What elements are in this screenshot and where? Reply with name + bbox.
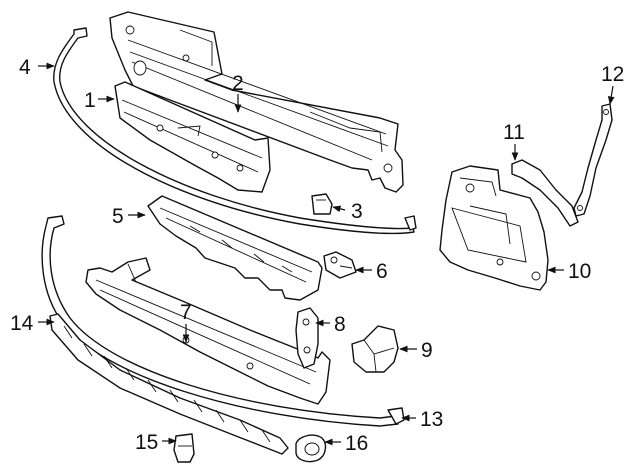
part-14-lower-grille — [49, 313, 289, 455]
part-8-bracket — [295, 307, 319, 369]
leader-lines — [38, 62, 615, 446]
callout-10: 10 — [568, 260, 591, 283]
part-9-bracket — [351, 325, 399, 373]
callout-16: 16 — [345, 432, 368, 455]
callout-1: 1 — [84, 89, 96, 112]
callout-6: 6 — [376, 260, 388, 283]
part-16-sensor — [295, 434, 327, 463]
callout-labels: 1 2 3 4 5 6 7 8 9 10 11 12 13 14 15 16 — [10, 56, 624, 455]
part-4-upper-strip — [53, 27, 417, 235]
part-1-energy-absorber — [114, 81, 271, 193]
callout-8: 8 — [334, 313, 346, 336]
callout-12: 12 — [601, 63, 624, 86]
part-2-bumper-reinforcement — [109, 11, 404, 193]
callout-2: 2 — [232, 72, 244, 95]
part-12-rod — [573, 103, 613, 217]
part-6-bracket — [323, 251, 357, 279]
part-10-side-housing — [439, 165, 549, 291]
callout-9: 9 — [421, 339, 433, 362]
callout-5: 5 — [112, 205, 124, 228]
callout-14: 14 — [10, 312, 34, 335]
part-7-lower-beam — [85, 257, 331, 405]
part-3-clip — [311, 193, 333, 215]
callout-15: 15 — [135, 431, 158, 454]
part-5-air-deflector — [147, 195, 323, 301]
callout-7: 7 — [180, 301, 192, 324]
callout-11: 11 — [503, 121, 525, 144]
part-11-bracket-strip — [511, 159, 579, 227]
callout-3: 3 — [351, 200, 363, 223]
part-15-clip — [173, 433, 195, 463]
callout-13: 13 — [420, 408, 443, 431]
callout-4: 4 — [19, 56, 31, 79]
